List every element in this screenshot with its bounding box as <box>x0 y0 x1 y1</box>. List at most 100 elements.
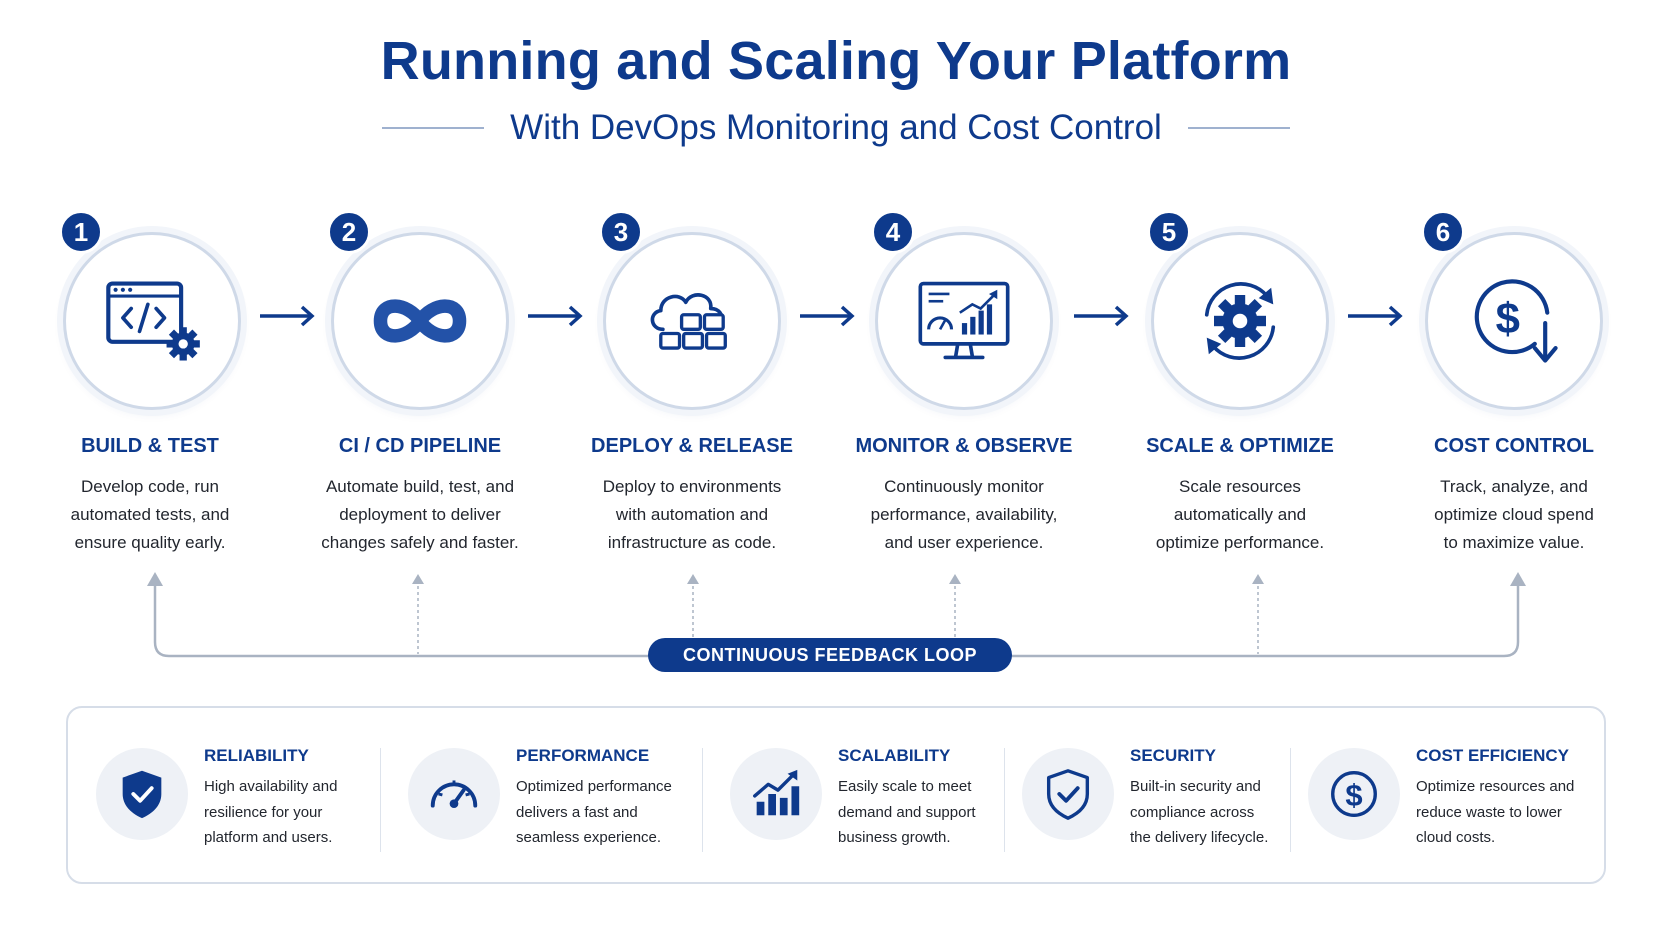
growth-chart-icon <box>753 769 800 816</box>
step-desc-line: Deploy to environments <box>602 477 782 496</box>
pillar-desc-line: platform and users. <box>204 829 333 846</box>
pillar-desc-line: Optimize resources and <box>1416 778 1575 795</box>
step-3-circle <box>603 232 781 410</box>
speedometer-icon <box>430 780 478 809</box>
pillar-title: RELIABILITY <box>204 746 309 765</box>
step-6-circle: $ <box>1425 232 1603 410</box>
arrow-right-icon <box>528 305 583 327</box>
pillar-icon-badge <box>730 748 822 840</box>
page-title: Running and Scaling Your Platform <box>380 31 1292 91</box>
subtitle-rule-right <box>1187 127 1290 129</box>
step-title: DEPLOY & RELEASE <box>591 435 793 457</box>
pillar-desc-line: demand and support <box>838 803 976 821</box>
step-desc-line: optimize performance. <box>1155 533 1325 552</box>
pillar-icon-badge: $ <box>1308 748 1400 840</box>
feedback-loop-label: CONTINUOUS FEEDBACK LOOP <box>648 638 1012 672</box>
pillar-desc-line: Built-in security and <box>1130 778 1261 795</box>
arrow-right-icon <box>260 305 315 327</box>
code-window-gear-icon <box>106 281 200 361</box>
step-2-circle <box>331 232 509 410</box>
arrow-right-icon <box>1074 305 1129 327</box>
step-title: CI / CD PIPELINE <box>338 435 502 457</box>
step-desc-line: and user experience. <box>884 533 1044 552</box>
step-desc-line: to maximize value. <box>1443 533 1585 552</box>
step-number-badge: 4 <box>871 210 915 254</box>
arrow-right-icon <box>800 305 855 327</box>
pillar-divider <box>1290 748 1291 852</box>
shield-check-outline-icon <box>1046 769 1090 820</box>
step-desc-line: changes safely and faster. <box>321 533 519 552</box>
pillar-description: Optimize resources and reduce waste to l… <box>1416 774 1606 851</box>
step-desc-line: Track, analyze, and <box>1440 477 1588 496</box>
step-number-badge: 3 <box>599 210 643 254</box>
step-description: Automate build, test, and deployment to … <box>284 473 556 557</box>
step-number-badge: 6 <box>1421 210 1465 254</box>
subtitle-rule-left <box>382 127 485 129</box>
pillar-desc-line: business growth. <box>838 829 951 846</box>
pillar-desc-line: compliance across <box>1130 803 1255 821</box>
pillar-divider <box>702 748 703 852</box>
step-desc-line: Scale resources <box>1179 477 1301 496</box>
step-4-circle <box>875 232 1053 410</box>
step-number-badge: 2 <box>327 210 371 254</box>
step-title: MONITOR & OBSERVE <box>855 435 1073 457</box>
svg-text:$: $ <box>1345 778 1362 813</box>
step-description: Track, analyze, and optimize cloud spend… <box>1378 473 1650 557</box>
pillar-desc-line: Optimized performance <box>516 778 672 795</box>
step-desc-line: performance, availability, <box>870 505 1058 524</box>
pillar-desc-line: High availability and <box>204 778 338 795</box>
shield-check-solid-icon <box>122 770 162 819</box>
pillar-title: PERFORMANCE <box>516 746 650 765</box>
step-desc-line: automated tests, and <box>70 505 230 524</box>
step-desc-line: Continuously monitor <box>884 477 1044 496</box>
page-subtitle: With DevOps Monitoring and Cost Control <box>510 108 1162 147</box>
step-desc-line: automatically and <box>1173 505 1307 524</box>
pillar-icon-badge <box>96 748 188 840</box>
step-desc-line: infrastructure as code. <box>607 533 777 552</box>
subtitle-row: With DevOps Monitoring and Cost Control <box>0 108 1672 148</box>
gear-cycle-icon <box>1204 282 1276 360</box>
pillar-desc-line: resilience for your <box>204 803 323 821</box>
step-desc-line: ensure quality early. <box>74 533 226 552</box>
step-title: BUILD & TEST <box>81 435 219 457</box>
pillar-desc-line: Easily scale to meet <box>838 778 972 795</box>
step-number-badge: 1 <box>59 210 103 254</box>
pillar-title: SCALABILITY <box>838 746 951 765</box>
pillar-title: COST EFFICIENCY <box>1416 746 1570 765</box>
pillar-desc-line: the delivery lifecycle. <box>1130 829 1269 846</box>
svg-text:$: $ <box>1496 294 1520 343</box>
pillar-icon-badge <box>1022 748 1114 840</box>
step-desc-line: with automation and <box>615 505 769 524</box>
step-desc-line: Automate build, test, and <box>325 477 515 496</box>
dollar-down-icon: $ <box>1474 279 1558 363</box>
step-5-circle <box>1151 232 1329 410</box>
infinity-icon <box>373 299 467 343</box>
cloud-containers-icon <box>650 293 727 350</box>
pillar-description: Built-in security and compliance across … <box>1130 774 1320 851</box>
pillar-description: High availability and resilience for you… <box>204 774 394 851</box>
pillar-divider <box>1004 748 1005 852</box>
step-description: Develop code, run automated tests, and e… <box>14 473 286 557</box>
pillar-desc-line: cloud costs. <box>1416 829 1496 846</box>
step-description: Scale resources automatically and optimi… <box>1104 473 1376 557</box>
pillar-desc-line: seamless experience. <box>516 829 662 846</box>
monitor-dashboard-icon <box>918 281 1010 360</box>
pillar-icon-badge <box>408 748 500 840</box>
dollar-coin-icon: $ <box>1331 771 1377 817</box>
step-desc-line: optimize cloud spend <box>1434 505 1594 524</box>
pillar-desc-line: reduce waste to lower <box>1416 803 1562 821</box>
step-title: SCALE & OPTIMIZE <box>1146 435 1334 457</box>
pillar-description: Easily scale to meet demand and support … <box>838 774 1028 851</box>
pillar-divider <box>380 748 381 852</box>
pillar-desc-line: delivers a fast and <box>516 803 638 821</box>
pillars-panel: RELIABILITY High availability and resili… <box>66 706 1606 884</box>
step-description: Continuously monitor performance, availa… <box>828 473 1100 557</box>
step-desc-line: deployment to deliver <box>339 505 501 524</box>
step-desc-line: Develop code, run <box>81 477 219 496</box>
step-number-badge: 5 <box>1147 210 1191 254</box>
pillar-description: Optimized performance delivers a fast an… <box>516 774 706 851</box>
pillar-title: SECURITY <box>1130 746 1216 765</box>
arrow-right-icon <box>1348 305 1403 327</box>
step-title: COST CONTROL <box>1434 435 1594 457</box>
step-description: Deploy to environments with automation a… <box>556 473 828 557</box>
